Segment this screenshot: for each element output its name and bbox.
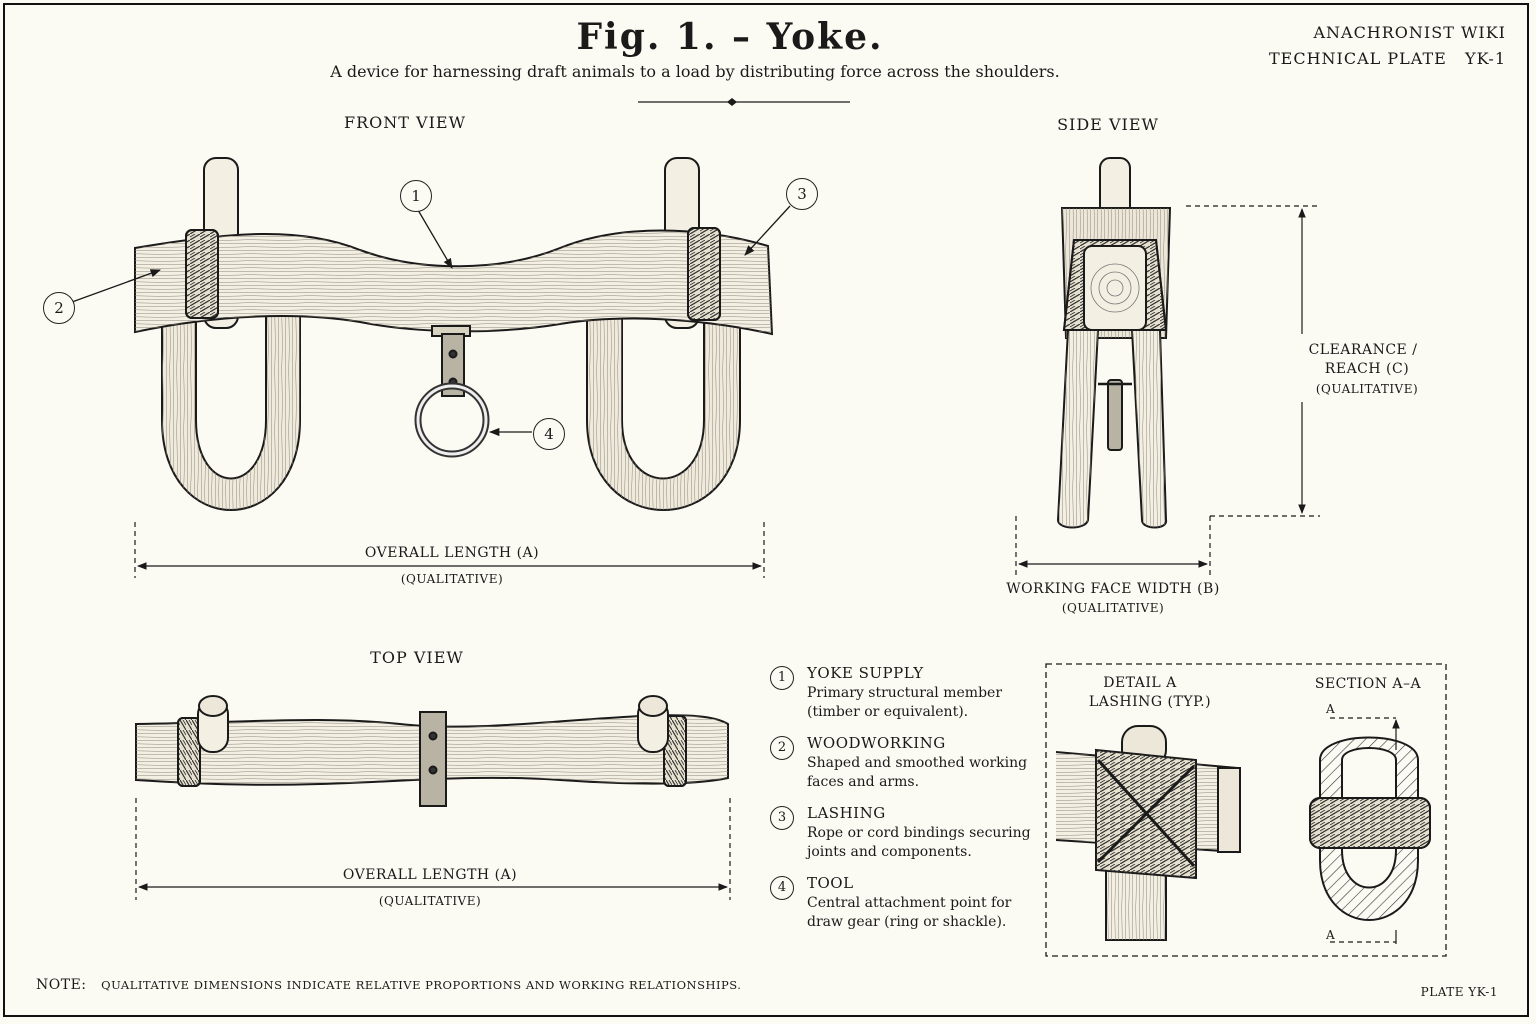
legend-number: 2 [770, 736, 794, 760]
callout-1: 1 [400, 180, 432, 212]
top-overall-length-label: OVERALL LENGTH (A) [342, 867, 518, 883]
org-name: ANACHRONIST WIKI [1313, 23, 1506, 42]
clearance-qualitative-label: (QUALITATIVE) [1315, 382, 1419, 396]
legend-description: Rope or cord bindings securing joints an… [807, 825, 1031, 860]
top-dimension-lines [135, 798, 731, 900]
callout-3: 3 [786, 178, 818, 210]
top-strap [419, 711, 447, 807]
front-dimension-lines [134, 522, 765, 578]
legend-title: TOOL [807, 874, 854, 892]
figure-subtitle: A device for harnessing draft animals to… [330, 62, 1060, 81]
front-view-label: FRONT VIEW [343, 113, 467, 132]
callout-2: 2 [43, 292, 75, 324]
legend-number: 4 [770, 876, 794, 900]
top-view-drawing [135, 695, 729, 807]
legend-number: 1 [770, 666, 794, 690]
detail-a-sublabel: LASHING (TYP.) [1088, 694, 1212, 710]
clearance-label-1: CLEARANCE / [1308, 342, 1418, 358]
front-leaders [71, 205, 791, 437]
section-mark-bottom: A [1326, 928, 1336, 942]
side-view-label: SIDE VIEW [1057, 115, 1159, 134]
top-qualitative-label: (QUALITATIVE) [378, 894, 482, 908]
working-face-width-label: WORKING FACE WIDTH (B) [1006, 581, 1220, 597]
note-label: NOTE: [36, 977, 87, 993]
legend-description: Central attachment point for draw gear (… [807, 895, 1012, 930]
section-aa-drawing [1309, 717, 1431, 944]
side-ring [1107, 379, 1123, 451]
footer-note: NOTE: QUALITATIVE DIMENSIONS INDICATE RE… [36, 977, 741, 993]
section-mark-top: A [1326, 702, 1336, 716]
beam-end-grain [1083, 245, 1147, 331]
figure-title: Fig. 1. – Yoke. [576, 16, 884, 58]
top-lashing-right [663, 715, 687, 787]
legend-title: YOKE SUPPLY [807, 664, 924, 682]
front-overall-length-label: OVERALL LENGTH (A) [364, 545, 540, 561]
note-text: QUALITATIVE DIMENSIONS INDICATE RELATIVE… [101, 978, 742, 992]
front-qualitative-label: (QUALITATIVE) [400, 572, 504, 586]
legend-number: 3 [770, 806, 794, 830]
detail-a-drawing [1055, 725, 1241, 941]
working-face-qualitative-label: (QUALITATIVE) [1061, 601, 1165, 615]
legend-description: Shaped and smoothed working faces and ar… [807, 755, 1028, 790]
iron-strap [441, 333, 465, 397]
detail-box [1045, 663, 1447, 957]
top-view-label: TOP VIEW [370, 648, 464, 667]
title-divider [638, 98, 850, 106]
side-view-drawing [1056, 157, 1172, 529]
top-lashing-left [177, 717, 201, 787]
front-view-drawing [134, 157, 774, 511]
plate-identifier: ANACHRONIST WIKI TECHNICAL PLATE YK-1 [1269, 20, 1506, 72]
legend-title: LASHING [807, 804, 886, 822]
clearance-label-2: REACH (C) [1324, 361, 1410, 377]
plate-number: PLATE YK-1 [1420, 985, 1498, 999]
section-aa-label: SECTION A–A [1314, 676, 1422, 692]
detail-a-label: DETAIL A [1103, 675, 1177, 691]
legend-description: Primary structural member (timber or equ… [807, 685, 1003, 720]
plate-code: TECHNICAL PLATE YK-1 [1269, 49, 1506, 68]
callout-4: 4 [533, 418, 565, 450]
legend-title: WOODWORKING [807, 734, 946, 752]
side-dimension-lines [1015, 205, 1320, 576]
